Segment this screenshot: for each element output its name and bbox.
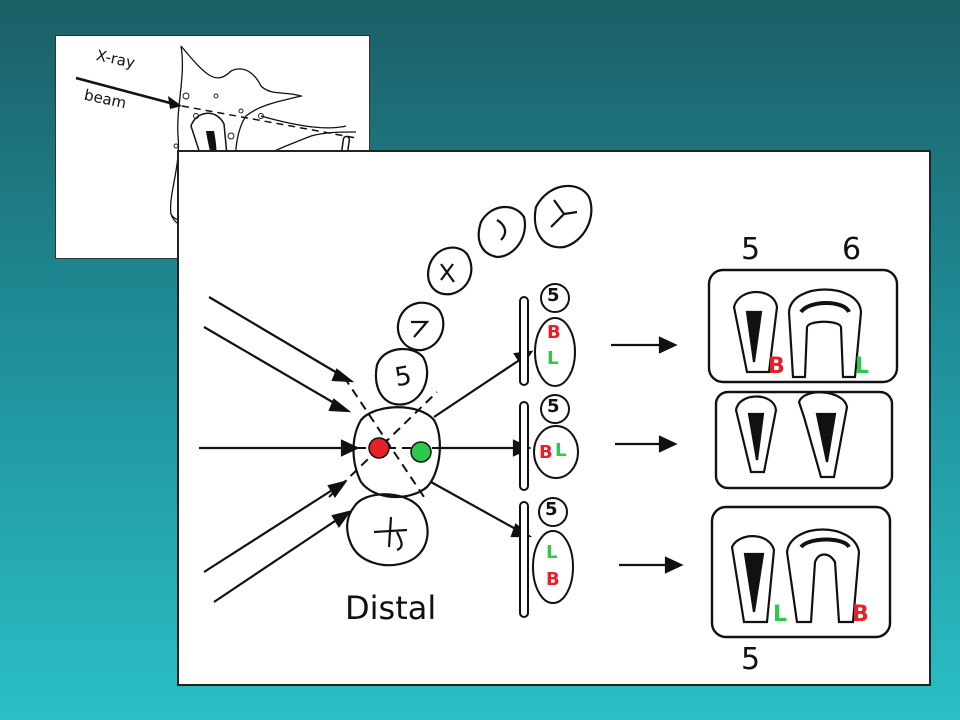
- result-arrows: [611, 336, 684, 574]
- radiograph-number-5: 5: [741, 232, 761, 267]
- film-mid-buccal: B: [539, 442, 553, 463]
- radiograph-bottom-lingual: L: [773, 602, 788, 627]
- radiograph-teeth: [730, 288, 863, 624]
- dental-arch: [346, 184, 593, 567]
- film-top-lingual: L: [547, 348, 559, 369]
- main-drawing: [199, 184, 899, 639]
- main-diagram: 5 5 5 5 B L B L L B Distal 5 6 5 B L L B: [177, 150, 931, 686]
- cross-section-tooth: [352, 406, 441, 499]
- lingual-root-dot: [410, 441, 432, 463]
- film-bottom-lingual: L: [546, 542, 558, 563]
- film-number-top: 5: [547, 285, 560, 306]
- molar-outline: [477, 206, 527, 259]
- films: [519, 283, 579, 618]
- tooth-5-outline: [374, 347, 429, 406]
- radiograph-number-bottom-5: 5: [741, 642, 761, 677]
- film-top-buccal: B: [547, 322, 561, 343]
- premolar-outline: [427, 246, 473, 296]
- film-number-middle: 5: [547, 396, 560, 417]
- molar-outline: [533, 184, 593, 249]
- xray-beams: [199, 296, 360, 603]
- radiograph-number-6: 6: [842, 232, 862, 267]
- premolar-outline: [396, 301, 445, 352]
- radiograph-top-buccal: B: [768, 354, 785, 379]
- buccal-root-dot: [368, 437, 390, 459]
- lower-tooth-outline: [346, 493, 429, 567]
- radiograph-top-lingual: L: [855, 354, 870, 379]
- film-mid-lingual: L: [555, 440, 567, 461]
- distal-label: Distal: [345, 589, 437, 627]
- film-bottom-buccal: B: [546, 569, 560, 590]
- film-number-bottom: 5: [545, 499, 558, 520]
- radiograph-bottom-buccal: B: [852, 602, 869, 627]
